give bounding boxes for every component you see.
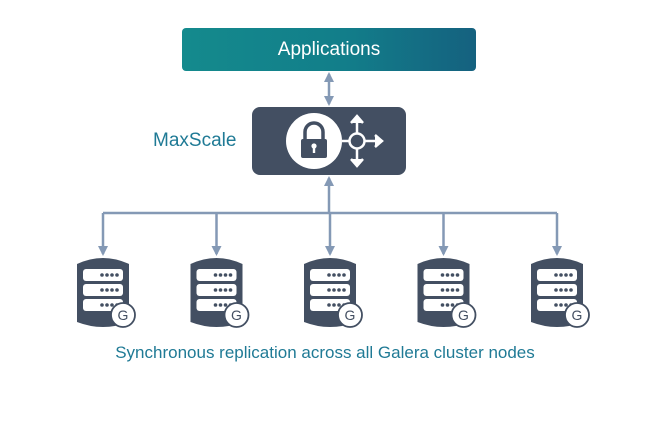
galera-badge-label: G — [345, 307, 356, 323]
database-node: G — [304, 258, 363, 328]
maxscale-box — [252, 107, 406, 175]
galera-badge-label: G — [458, 307, 469, 323]
galera-badge — [223, 302, 250, 328]
lock-icon — [301, 121, 327, 158]
database-node: G — [417, 258, 477, 328]
applications-box: Applications — [182, 28, 476, 71]
database-node: G — [190, 258, 250, 328]
database-node: G — [531, 258, 590, 328]
caption: Synchronous replication across all Galer… — [115, 343, 535, 362]
galera-badge — [337, 302, 363, 328]
galera-badge-label: G — [231, 307, 242, 323]
database-icon — [304, 258, 356, 327]
applications-label: Applications — [277, 38, 381, 60]
maxscale-label: MaxScale — [153, 130, 237, 151]
galera-badge — [450, 302, 477, 328]
routing-arrows-icon — [342, 114, 384, 168]
galera-badge — [110, 302, 136, 328]
galera-badge-label: G — [118, 307, 129, 323]
galera-badge — [564, 302, 590, 328]
database-node: G — [77, 258, 136, 328]
galera-badge-label: G — [572, 307, 583, 323]
